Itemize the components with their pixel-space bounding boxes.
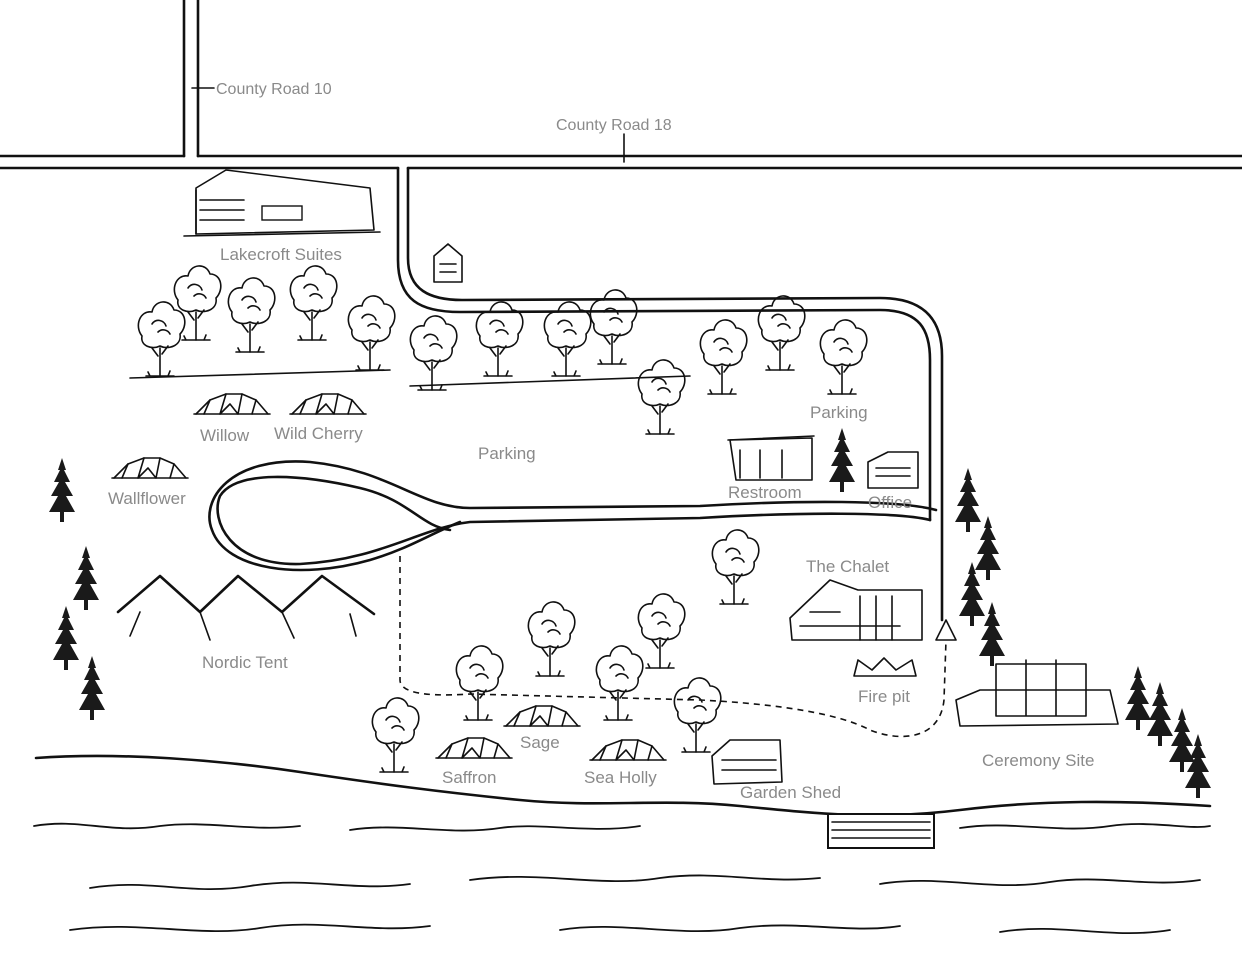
label-sea-holly: Sea Holly <box>584 768 657 787</box>
label-wallflower: Wallflower <box>108 489 186 508</box>
tree-cluster-south <box>371 529 760 773</box>
label-willow: Willow <box>200 426 250 445</box>
label-ceremony-site: Ceremony Site <box>982 751 1094 770</box>
label-fire-pit: Fire pit <box>858 687 910 706</box>
label-saffron: Saffron <box>442 768 497 787</box>
fire-pit-drawing <box>853 657 917 677</box>
nordic-tent-drawing <box>116 574 376 641</box>
label-lakecroft-suites: Lakecroft Suites <box>220 245 342 264</box>
tree-cluster-north <box>129 265 868 435</box>
label-garden-shed: Garden Shed <box>740 783 841 802</box>
small-kiosk <box>433 243 463 283</box>
lake <box>33 754 1212 935</box>
label-parking-right: Parking <box>810 403 868 422</box>
label-the-chalet: The Chalet <box>806 557 889 576</box>
label-sage: Sage <box>520 733 560 752</box>
chalet-building <box>789 579 923 641</box>
label-county-road-10: County Road 10 <box>216 81 332 98</box>
label-restroom: Restroom <box>728 483 802 502</box>
tents <box>111 393 667 761</box>
garden-shed-building <box>711 739 783 785</box>
office-building <box>867 451 919 489</box>
label-parking-center: Parking <box>478 444 536 463</box>
labels: County Road 10 County Road 18 Lakecroft … <box>108 81 1094 802</box>
ceremony-structure <box>955 659 1119 727</box>
label-office: Office <box>868 493 912 512</box>
roads <box>0 0 1242 738</box>
pine-trees <box>49 428 1211 798</box>
lakecroft-suites-building <box>183 169 381 237</box>
label-wild-cherry: Wild Cherry <box>274 424 363 443</box>
label-nordic-tent: Nordic Tent <box>202 653 288 672</box>
triangle-marker <box>935 619 957 641</box>
restroom-building <box>727 435 815 481</box>
label-county-road-18: County Road 18 <box>556 117 672 134</box>
